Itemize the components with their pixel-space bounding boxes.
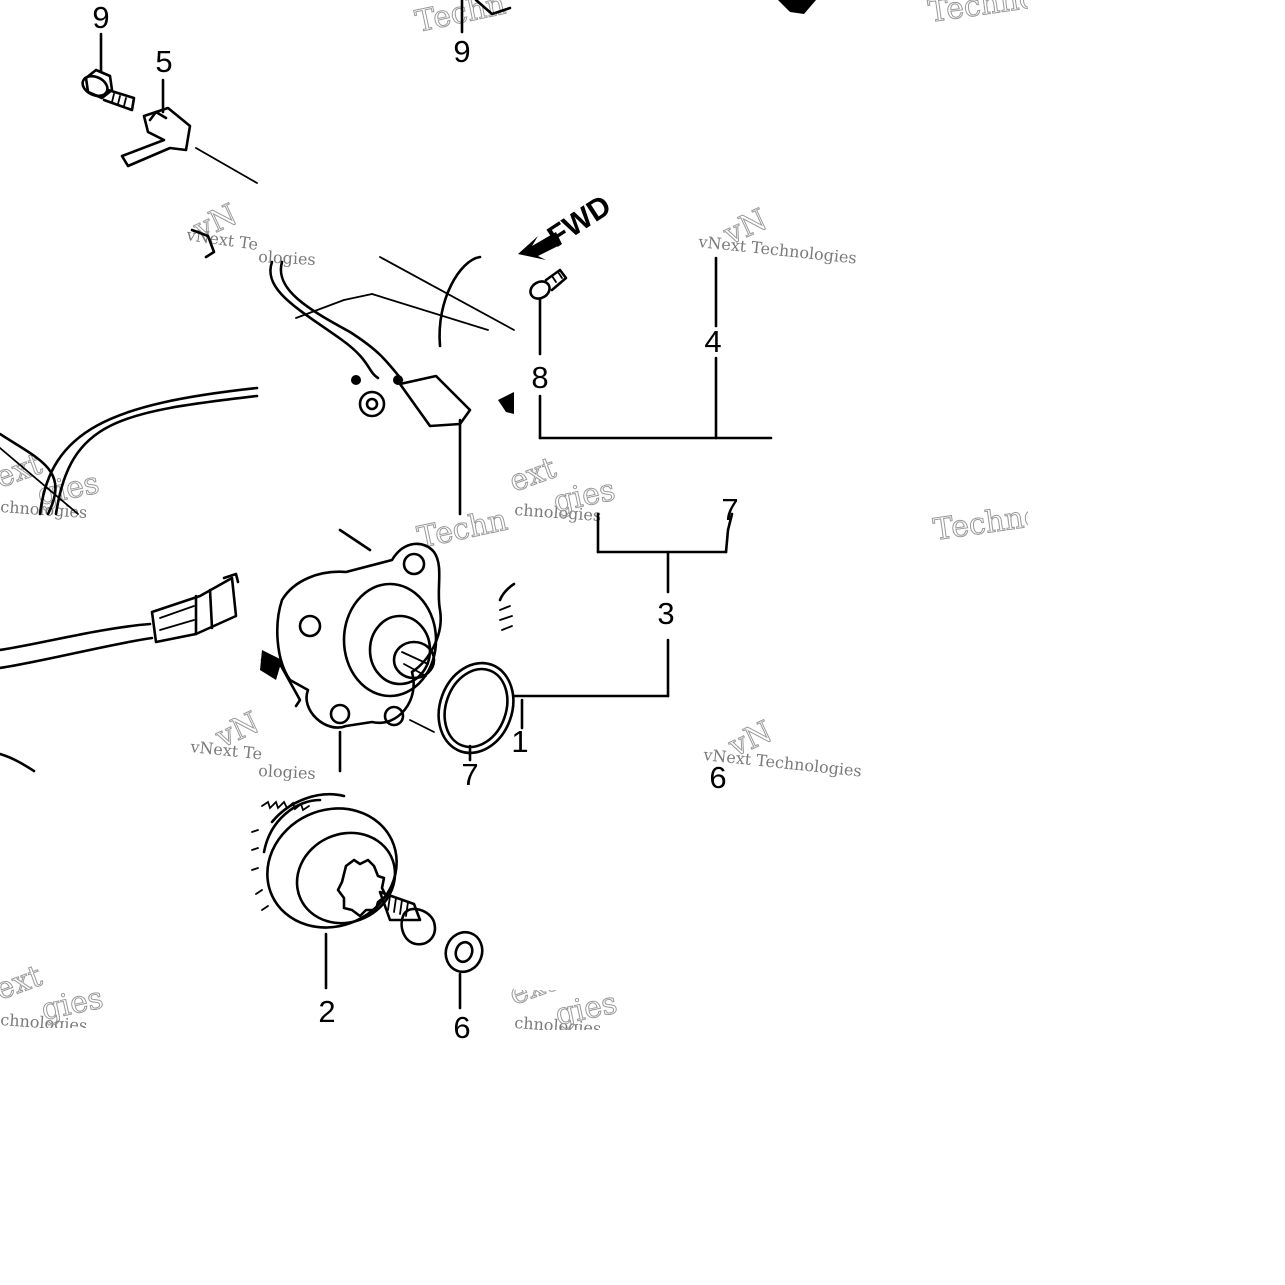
flange-bolt-9: [81, 32, 136, 112]
o-ring-7: [437, 661, 515, 762]
callout-1-shaft: 1: [511, 724, 528, 759]
screw-8: [529, 268, 568, 356]
callout-5-bracket: 5: [155, 44, 172, 79]
tile-top-left: 9 5: [81, 0, 258, 184]
watermark-logies-1: ologies: [258, 247, 316, 269]
callout-8-screw: 8: [531, 360, 548, 395]
callout-2-clutch: 2: [318, 994, 335, 1029]
tile-harness-left: [0, 228, 259, 516]
fwd-label: FWD: [542, 189, 617, 254]
watermark-gies-2: gies: [550, 473, 618, 520]
callout-9-top: 9: [453, 34, 470, 69]
tile-top-center: 9: [453, 0, 512, 69]
tile-top-right: [778, 0, 816, 14]
callout-6-right: 6: [709, 760, 726, 795]
tile-motor-top: [269, 255, 515, 516]
callout-3-group: 3: [657, 596, 674, 631]
tile-bolt-8: FWD 8 4: [518, 189, 773, 440]
tile-connector: [0, 572, 240, 773]
watermark-logies-3: ologies: [258, 761, 316, 783]
washer-6: [444, 930, 484, 1010]
callout-4-motor: 4: [704, 324, 721, 359]
tile-clutch: 2 6: [251, 792, 484, 1045]
watermark-gies-4: gies: [552, 986, 620, 1033]
watermark-gies-3: gies: [38, 981, 106, 1028]
wire-bracket-5: [120, 78, 258, 184]
callout-9-bolt: 9: [92, 0, 109, 35]
callout-7-o-ring: 7: [461, 757, 478, 792]
clutch-gear-2: [251, 792, 437, 990]
watermark-techno-top: Techno: [926, 0, 1039, 30]
tile-group-3: 7 3 1: [511, 492, 738, 759]
tile-end-cover: 7: [260, 528, 516, 792]
fwd-arrow: FWD: [518, 189, 617, 260]
callout-6-washer: 6: [453, 1010, 470, 1045]
callout-7-top: 7: [721, 492, 738, 527]
